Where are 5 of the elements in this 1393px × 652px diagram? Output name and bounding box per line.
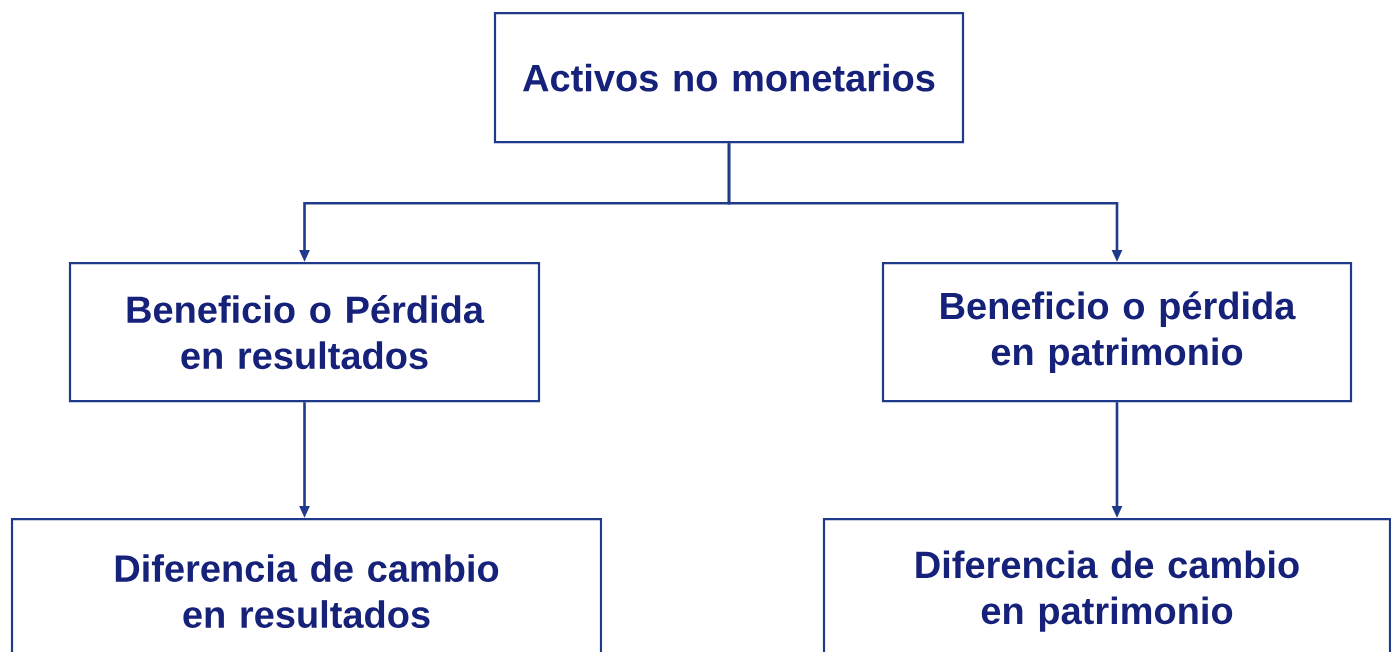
- process-box: Diferencia de cambio en patrimonio: [822, 518, 1392, 652]
- process-box: Beneficio o pérdida en patrimonio: [881, 262, 1353, 403]
- process-box: Diferencia de cambio en resultados: [10, 518, 603, 652]
- process-box: Activos no monetarios: [493, 12, 965, 144]
- process-box: Beneficio o Pérdida en resultados: [68, 262, 541, 403]
